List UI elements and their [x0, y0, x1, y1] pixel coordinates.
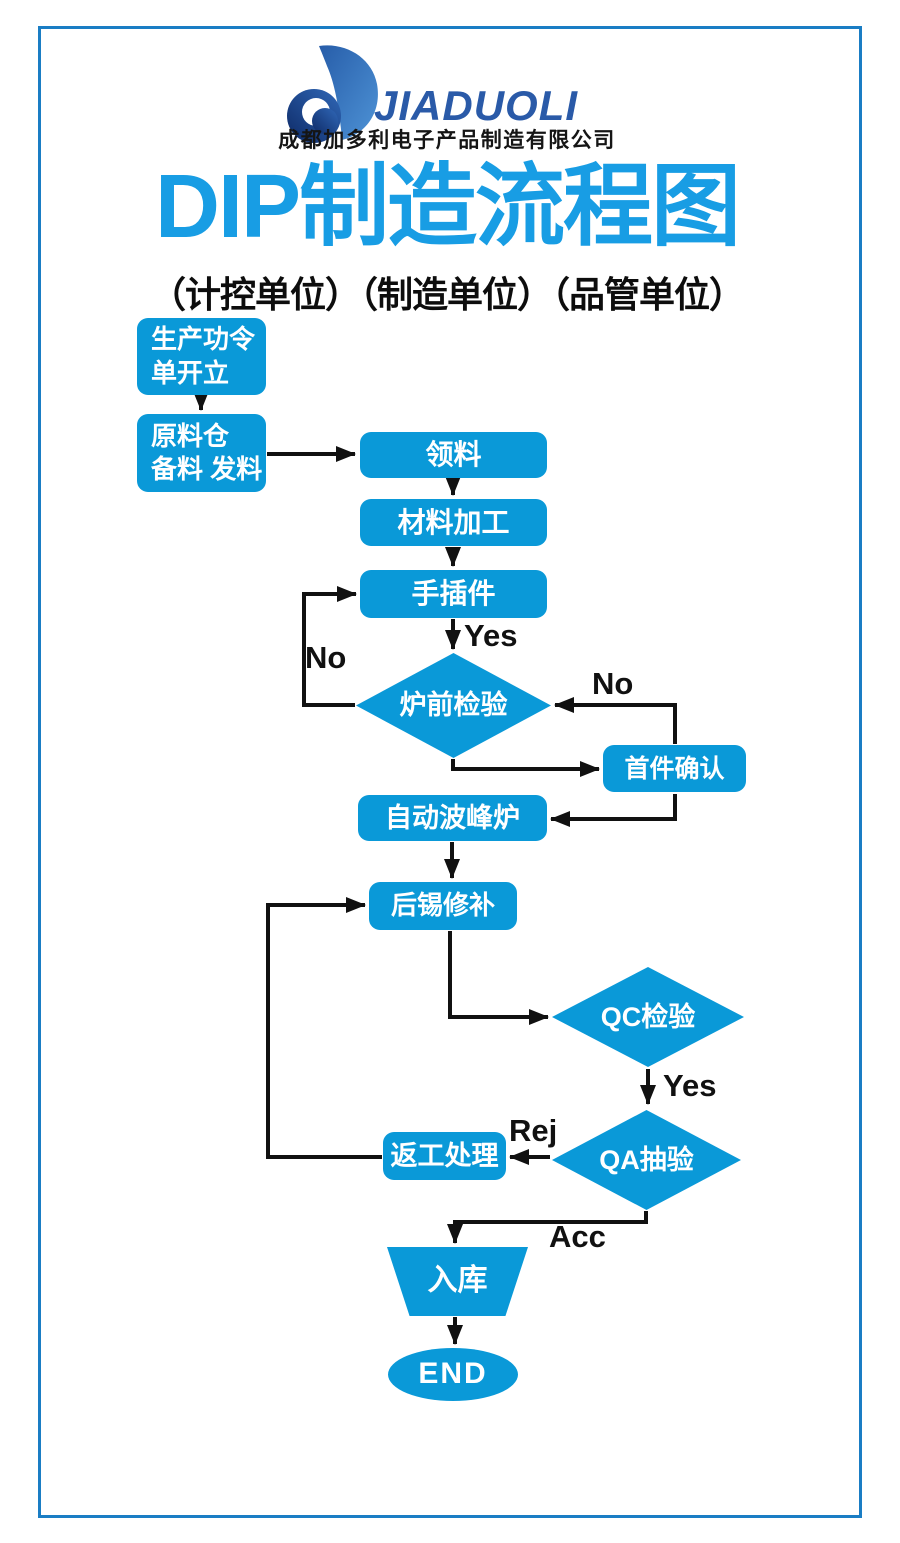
node-warehouse-in: 入库	[387, 1247, 528, 1316]
node-rework: 返工处理	[383, 1132, 506, 1180]
node-auto-wave-solder: 自动波峰炉	[358, 795, 547, 841]
company-name: 成都加多利电子产品制造有限公司	[278, 129, 616, 152]
brand-name: JIADUOLI	[374, 82, 579, 129]
edge-label-no-prefurnace: No	[305, 640, 347, 675]
node-receive-material: 领料	[360, 432, 547, 478]
jiaduoli-logo-icon	[287, 45, 378, 143]
node-end: END	[388, 1348, 518, 1401]
node-production-order: 生产功令 单开立	[137, 318, 266, 395]
node-post-solder-repair: 后锡修补	[369, 882, 517, 930]
node-raw-material-prep: 原料仓 备料 发料	[137, 414, 266, 492]
page-title: DIP制造流程图	[154, 157, 741, 257]
border-frame	[38, 26, 862, 1518]
node-material-processing: 材料加工	[360, 499, 547, 546]
page-subtitle: （计控单位）（制造单位）（品管单位）	[149, 274, 745, 315]
node-manual-insertion: 手插件	[360, 570, 547, 618]
edge-label-yes-insert: Yes	[464, 618, 518, 653]
edge-label-no-firstpiece: No	[592, 666, 634, 701]
edge-label-yes-qc: Yes	[663, 1068, 717, 1103]
edge-label-acc: Acc	[549, 1219, 606, 1254]
node-first-piece-confirm: 首件确认	[603, 745, 746, 792]
edge-label-rej: Rej	[509, 1113, 558, 1148]
